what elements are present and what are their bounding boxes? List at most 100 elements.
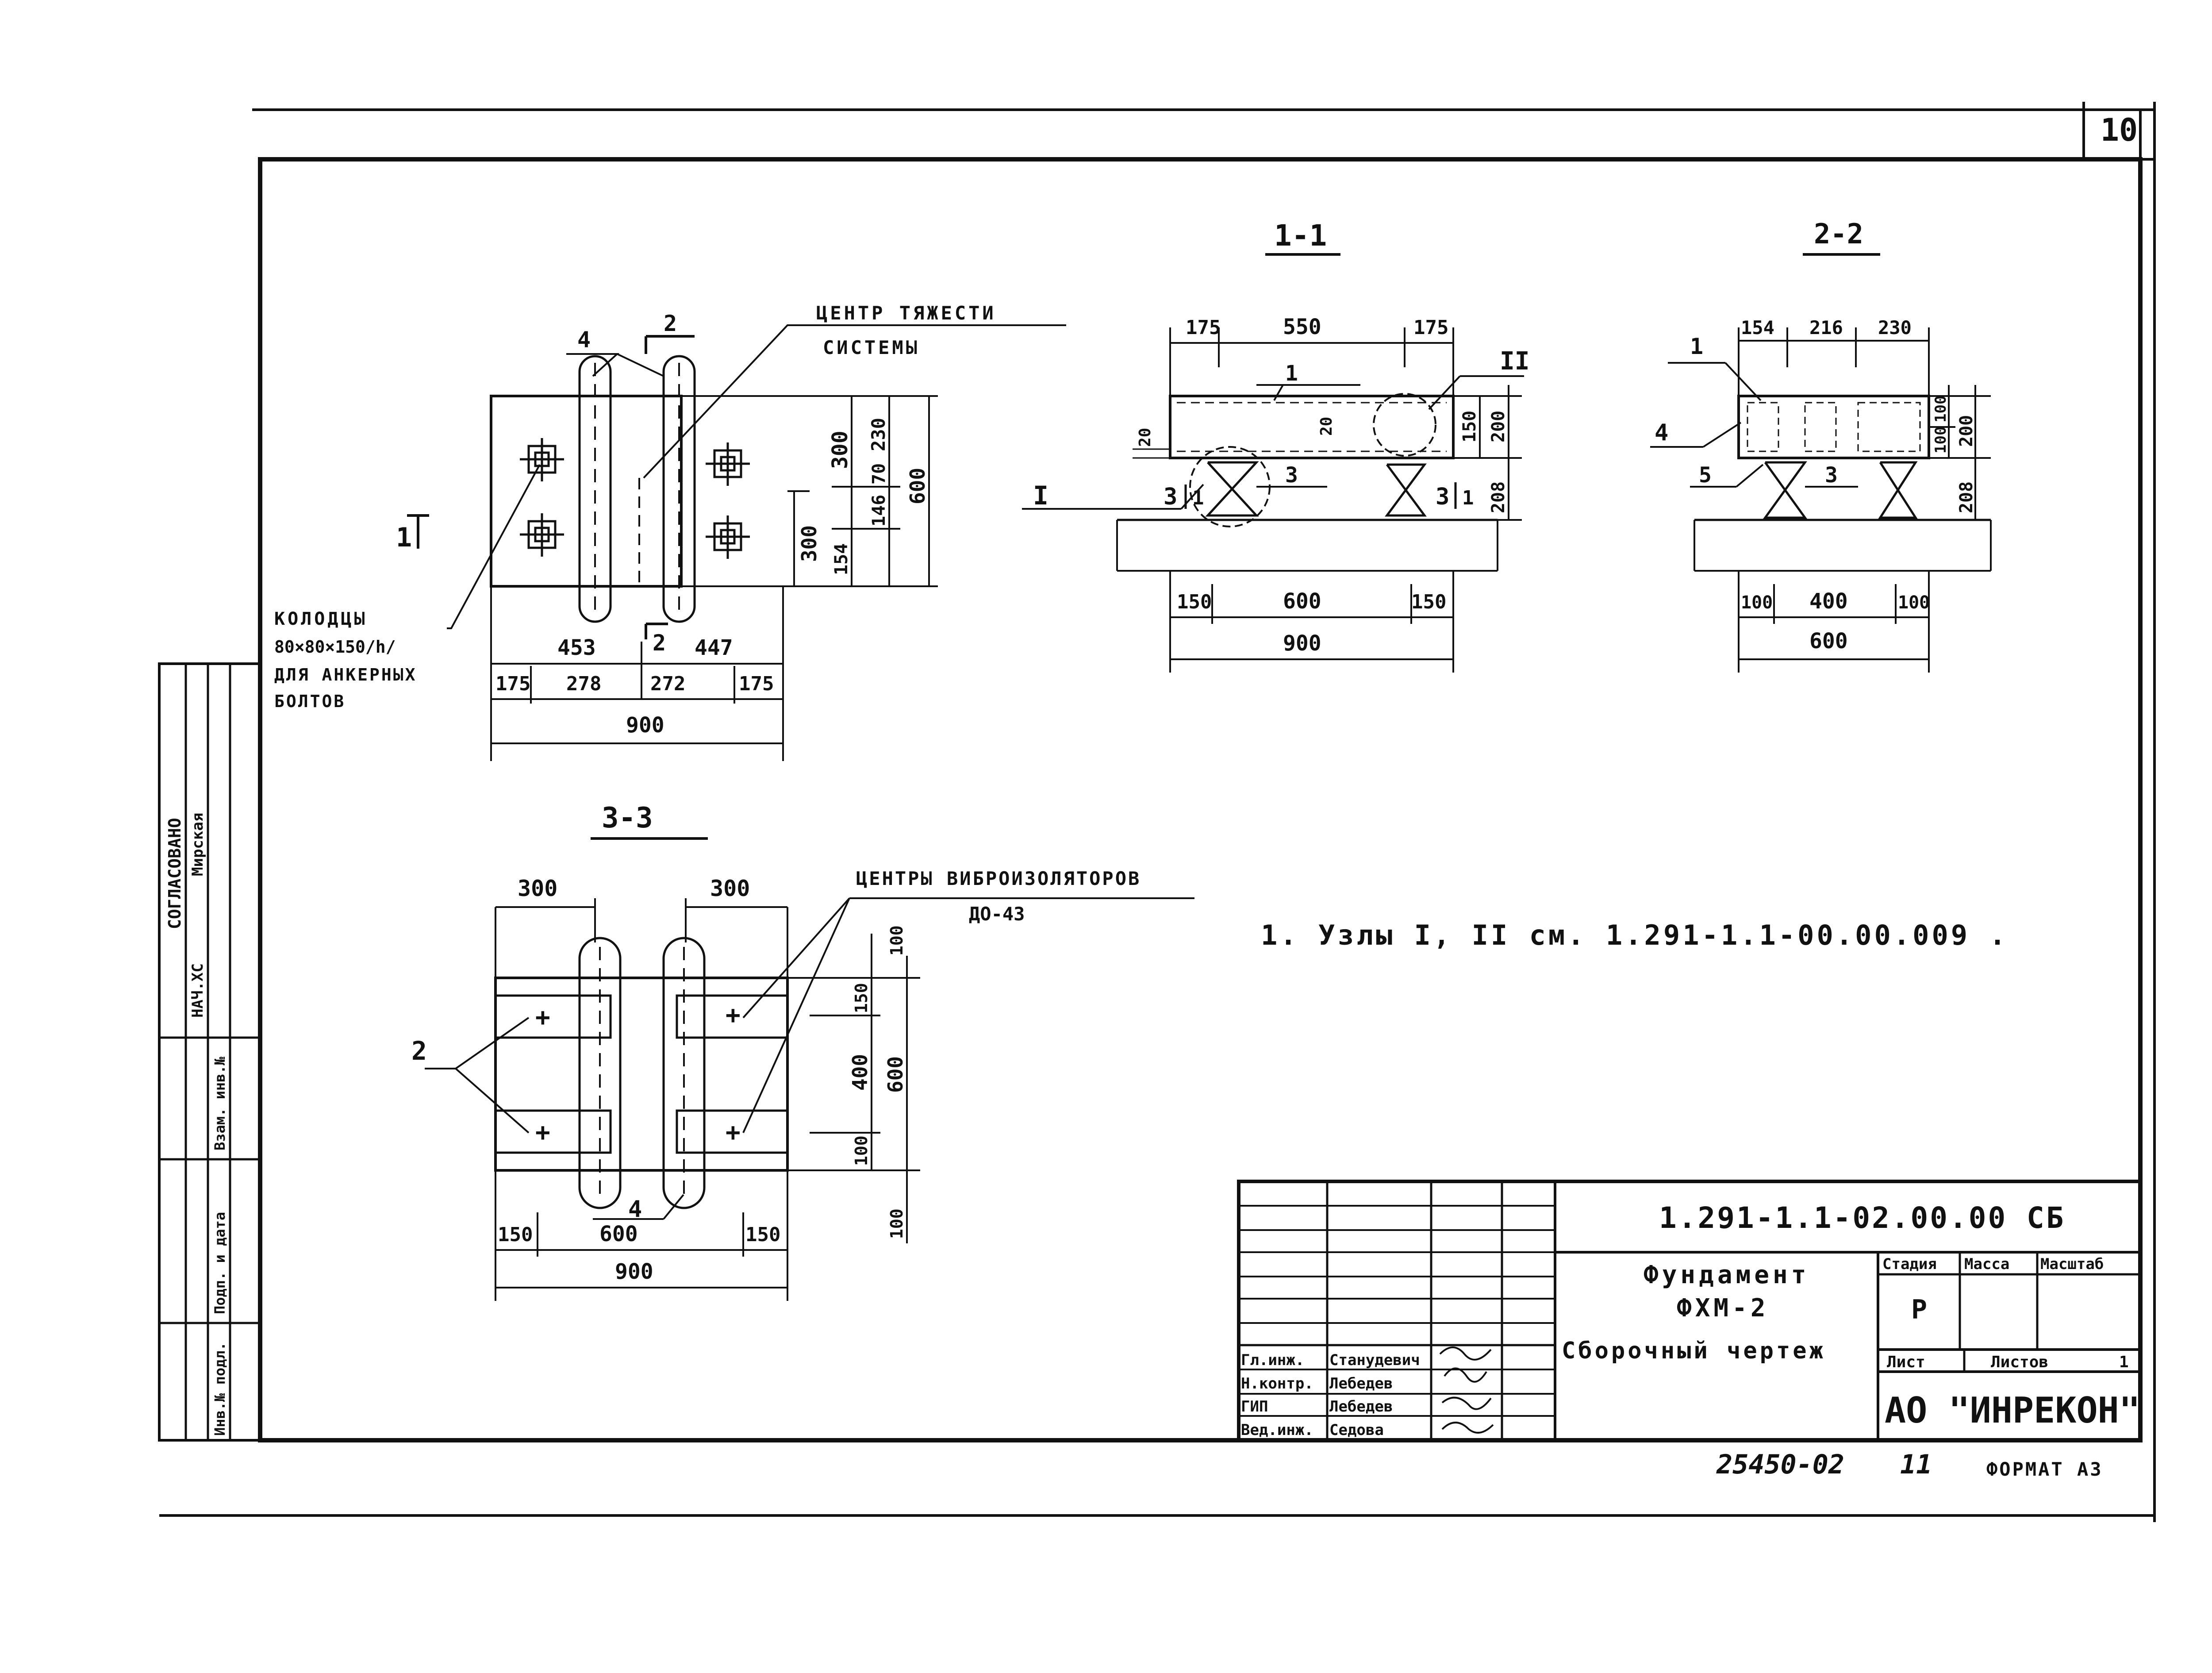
s22-dim-100-right: 100 <box>1898 592 1930 613</box>
s22-dim-200: 200 <box>1956 415 1977 447</box>
s11-dim-900: 900 <box>1283 631 1321 656</box>
plus-icon: + <box>535 1118 550 1147</box>
s11-dim-200: 200 <box>1488 411 1509 442</box>
footer-archive-number: 25450-02 <box>1716 1449 1844 1480</box>
tb-company: АО "ИНРЕКОН" <box>1885 1390 2140 1431</box>
s22-dim-208: 208 <box>1956 481 1977 513</box>
s22-dim-600: 600 <box>1809 629 1848 654</box>
s33-dim-100-top: 100 <box>887 925 906 956</box>
cog-line-1: ЦЕНТР ТЯЖЕСТИ <box>816 302 996 324</box>
s33-dim-600: 600 <box>883 1056 907 1093</box>
tb-product-name-1: Фундамент <box>1644 1261 1809 1289</box>
tb-scale-header: Масштаб <box>2040 1255 2104 1273</box>
tb-sig-name-4: Седова <box>1329 1421 1384 1439</box>
plus-icon: + <box>726 1118 741 1147</box>
plan-dim-146: 146 <box>869 495 889 527</box>
tb-sheets-label: Листов <box>1991 1353 2048 1371</box>
tb-sheet-label: Лист <box>1887 1353 1925 1371</box>
s33-label-2: 2 <box>411 1036 427 1066</box>
tb-mass-header: Масса <box>1964 1255 2009 1273</box>
s33-dim-150: 150 <box>852 983 871 1013</box>
plan-slot-right <box>662 355 696 623</box>
plan-slot-left <box>578 355 612 623</box>
wells-line-4: БОЛТОВ <box>274 692 346 711</box>
signature-scribble <box>1439 1346 1494 1434</box>
stamp-vzam: Взам. инв.№ <box>211 1056 228 1150</box>
s11-dim-20-mid: 20 <box>1317 417 1336 436</box>
isolator-centers-line-1: ЦЕНТРЫ ВИБРОИЗОЛЯТОРОВ <box>856 868 1141 889</box>
s11-dim-150: 150 <box>1459 411 1480 442</box>
plan-dim-175-b: 175 <box>739 673 774 695</box>
tb-sig-role-4: Вед.инж. <box>1241 1421 1313 1439</box>
s11-label-1-right: 1 <box>1462 487 1474 509</box>
title-block: Гл.инж. Станудевич Н.контр. Лебедев ГИП … <box>1237 1180 2142 1442</box>
plan-dim-left-300: 300 <box>797 525 821 562</box>
section-3-3-slab <box>494 977 789 1172</box>
s11-label-1-left: 1 <box>1192 487 1204 509</box>
tb-sig-name-3: Лебедев <box>1329 1398 1393 1415</box>
footer: 25450-02 11 ФОРМАТ А3 <box>1716 1449 2103 1480</box>
s11-dim-208: 208 <box>1488 481 1509 513</box>
plan-dim-70: 70 <box>869 463 889 485</box>
s33-label-4: 4 <box>628 1196 642 1223</box>
isolator-centers-line-2: ДО-43 <box>969 903 1025 925</box>
s22-label-5: 5 <box>1699 463 1712 488</box>
section-2-2-title: 2-2 <box>1814 218 1863 250</box>
section-1-1: 1-1 175 550 175 II 1 3 <box>1022 219 1529 673</box>
tb-sig-name-1: Станудевич <box>1329 1351 1420 1369</box>
s11-dim-150-b: 150 <box>1411 591 1446 613</box>
wells-line-3: ДЛЯ АНКЕРНЫХ <box>274 665 417 685</box>
stamp-mirskaya: Мирская <box>189 813 207 876</box>
left-stamp: СОГЛАСОВАНО Мирская НАЧ.ХС Взам. инв.№ П… <box>158 662 261 1442</box>
s33-dim-600-bottom: 600 <box>599 1222 638 1246</box>
section-2-2-slab <box>1737 395 1930 459</box>
stamp-inv: Инв.№ подл. <box>211 1342 228 1436</box>
stamp-nach: НАЧ.ХС <box>189 963 207 1018</box>
tb-stage-value: Р <box>1911 1294 1927 1325</box>
tb-drawing-type: Сборочный чертеж <box>1562 1338 1826 1364</box>
section-3-3-title: 3-3 <box>602 802 653 835</box>
isolator-icon <box>1205 461 1427 517</box>
footer-format: ФОРМАТ А3 <box>1986 1458 2103 1480</box>
wells-line-1: КОЛОДЦЫ <box>274 609 368 629</box>
s33-dim-100-mid: 100 <box>852 1135 871 1166</box>
sheet-frame: 10 <box>159 102 2156 1522</box>
wells-line-2: 80×80×150/h/ <box>274 637 396 657</box>
tb-sig-role-3: ГИП <box>1241 1398 1268 1415</box>
plan-dim-230: 230 <box>868 418 889 451</box>
plan-dim-272: 272 <box>650 673 685 695</box>
s11-label-3: 3 <box>1285 463 1298 488</box>
plan-section-2-top: 2 <box>664 311 677 336</box>
s33-dim-900: 900 <box>615 1259 653 1284</box>
s22-label-1: 1 <box>1690 334 1703 359</box>
s22-dim-216: 216 <box>1809 317 1843 338</box>
s22-dim-100-left: 100 <box>1741 592 1773 613</box>
s11-dim-175-a: 175 <box>1186 316 1221 339</box>
section-3-3: 3-3 + + + + 300 300 ЦЕНТРЫ ВИБРОИЗОЛЯТОР… <box>411 802 1194 1301</box>
s33-dim-150-b: 150 <box>745 1223 780 1246</box>
plan-dim-154: 154 <box>831 543 852 575</box>
s33-dim-300-a: 300 <box>518 876 557 901</box>
plan-dim-900: 900 <box>626 713 664 738</box>
s11-roman-2: II <box>1500 347 1529 376</box>
tb-sig-name-2: Лебедев <box>1329 1375 1393 1392</box>
plan-view: 4 2 2 1 ЦЕНТР ТЯЖЕСТИ СИСТЕМЫ КОЛОДЦЫ 80… <box>274 302 1066 761</box>
plan-section-1: 1 <box>396 522 412 553</box>
s33-dim-100-bottom: 100 <box>887 1208 906 1239</box>
s11-dim-600: 600 <box>1283 589 1321 614</box>
isolator-icon <box>1763 461 1918 519</box>
stamp-agreed: СОГЛАСОВАНО <box>165 818 184 929</box>
s11-label-3-left: 3 <box>1164 484 1177 510</box>
plan-slab <box>490 395 683 588</box>
node-2-circle <box>1373 393 1436 457</box>
s22-dim-100-a: 100 <box>1932 396 1950 423</box>
note-text: 1. Узлы I, II см. 1.291-1.1-00.00.009 . <box>1261 919 2008 951</box>
section-1-1-slab <box>1169 395 1455 459</box>
s22-dim-400: 400 <box>1809 589 1848 614</box>
s22-dim-100-b: 100 <box>1932 427 1950 454</box>
plan-dim-300: 300 <box>828 431 853 469</box>
s22-dim-154: 154 <box>1741 317 1774 338</box>
plus-icon: + <box>535 1003 550 1032</box>
plan-label-4: 4 <box>577 327 591 353</box>
